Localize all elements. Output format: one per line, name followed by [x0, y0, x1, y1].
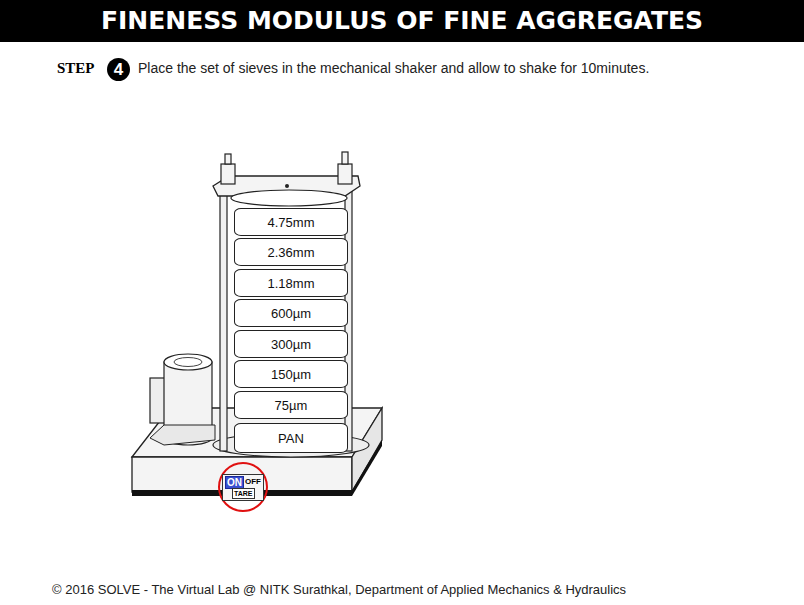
- panel-button-label: OFF: [245, 476, 261, 487]
- sieve-band: 75µm: [234, 391, 348, 419]
- instruction-text: Place the set of sieves in the mechanica…: [138, 60, 649, 76]
- panel-button-label: TARE: [232, 488, 255, 499]
- sieve-band: PAN: [234, 423, 348, 453]
- sieve-label: 300µm: [271, 337, 311, 352]
- sieve-label: PAN: [278, 431, 304, 446]
- sieve-label: 4.75mm: [268, 215, 315, 230]
- sieve-label: 600µm: [271, 306, 311, 321]
- sieve-band: 4.75mm: [234, 208, 348, 236]
- sieve-band: 2.36mm: [234, 238, 348, 266]
- sieve-label: 150µm: [271, 367, 311, 382]
- control-panel: ONOFFTARE: [222, 474, 264, 501]
- sieve-band: 1.18mm: [234, 269, 348, 297]
- page-title: FINENESS MODULUS OF FINE AGGREGATES: [0, 0, 804, 42]
- sieve-label: 75µm: [275, 398, 308, 413]
- sieve-band: 600µm: [234, 299, 348, 327]
- copyright-footer: © 2016 SOLVE - The Virtual Lab @ NITK Su…: [52, 582, 626, 597]
- sieve-label: 2.36mm: [268, 245, 315, 260]
- sieve-band: 150µm: [234, 360, 348, 388]
- step-label: STEP: [57, 60, 95, 77]
- step-number: 4: [107, 58, 130, 81]
- sieve-label: 1.18mm: [268, 276, 315, 291]
- sieve-band: 300µm: [234, 330, 348, 358]
- title-banner: FINENESS MODULUS OF FINE AGGREGATES: [0, 0, 804, 42]
- step-number-text: 4: [107, 58, 130, 81]
